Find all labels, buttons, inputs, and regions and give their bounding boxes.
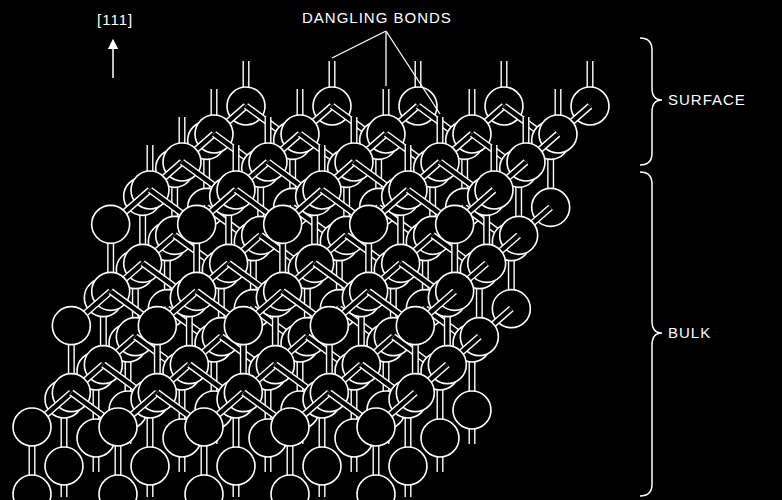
leader-line xyxy=(385,31,386,86)
dangling-bonds-label: DANGLING BONDS xyxy=(302,10,452,27)
atom xyxy=(303,447,341,485)
atom xyxy=(389,447,427,485)
leader-line xyxy=(332,31,386,58)
atom xyxy=(99,475,137,500)
atom xyxy=(224,307,262,345)
atom xyxy=(310,307,348,345)
atom xyxy=(357,475,395,500)
atom xyxy=(99,408,137,446)
atom xyxy=(45,447,83,485)
atom xyxy=(436,205,474,243)
direction-label: [111] xyxy=(97,12,133,29)
region-label: BULK xyxy=(668,325,711,342)
atom xyxy=(178,205,216,243)
atom xyxy=(357,408,395,446)
leader-line xyxy=(386,31,440,114)
atom xyxy=(185,475,223,500)
atom xyxy=(185,408,223,446)
atom xyxy=(217,447,255,485)
atom xyxy=(138,307,176,345)
atom xyxy=(92,205,130,243)
atom xyxy=(396,307,434,345)
surface-brace xyxy=(640,38,662,165)
atom xyxy=(350,205,388,243)
atom xyxy=(271,475,309,500)
atom xyxy=(52,307,90,345)
direction-arrow xyxy=(112,44,114,78)
bulk-brace xyxy=(640,172,662,496)
atom xyxy=(131,447,169,485)
atom xyxy=(421,419,459,457)
atom xyxy=(264,205,302,243)
atom xyxy=(13,475,51,500)
atom xyxy=(453,391,491,429)
region-label: SURFACE xyxy=(668,92,746,109)
atom xyxy=(271,408,309,446)
atom xyxy=(13,408,51,446)
